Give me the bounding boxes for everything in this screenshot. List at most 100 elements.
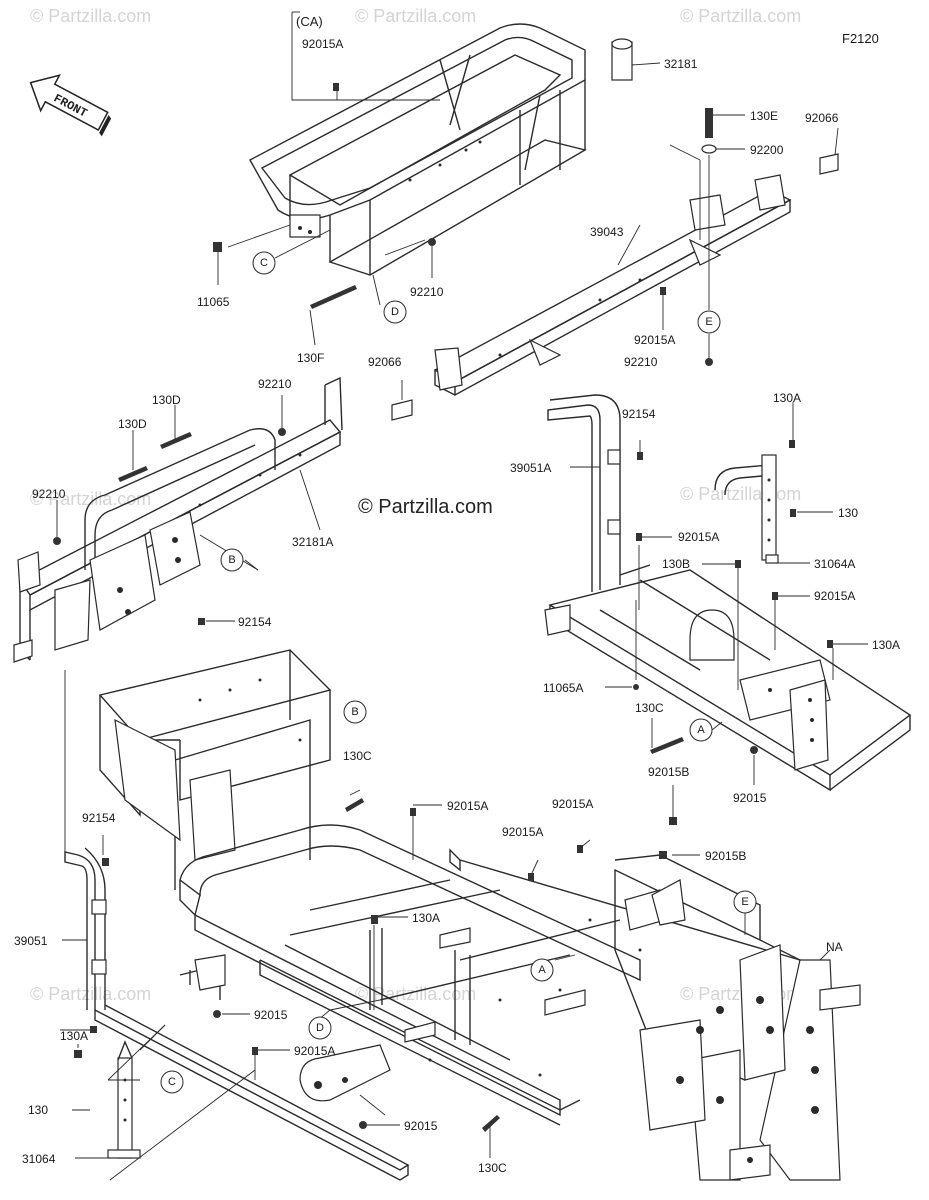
part-label-11065A: 11065A [543, 681, 583, 695]
part-label-92015A-e: 92015A [447, 799, 488, 813]
bolt-icon [410, 808, 416, 816]
bolt-icon [705, 108, 713, 138]
ref-mark-e-2-label: E [741, 896, 748, 908]
part-label-92015B-a: 92015B [648, 765, 689, 779]
watermark-2: © Partzilla.com [355, 6, 476, 26]
bolt-icon [371, 915, 378, 924]
washer-icon [701, 144, 717, 154]
subframe-39051A [544, 394, 912, 792]
bolt-icon [827, 640, 833, 648]
part-label-92015A-g: 92015A [502, 825, 543, 839]
part-label-130C-b: 130C [343, 749, 372, 763]
bolt-icon [528, 873, 534, 881]
cross-beam-39043 [433, 174, 792, 397]
bolt-icon [198, 618, 205, 625]
part-label-92210-d: 92210 [32, 487, 66, 501]
part-label-130B: 130B [662, 557, 690, 571]
part-label-92015-b: 92015 [254, 1008, 288, 1022]
leader-lines [56, 62, 868, 1181]
grommet-icon [391, 399, 413, 421]
diagram-code: F2120 [842, 31, 879, 46]
bolt-icon [772, 592, 778, 600]
part-label-130C-c: 130C [478, 1161, 507, 1175]
ref-mark-d-2-label: D [316, 1022, 324, 1034]
watermark-1: © Partzilla.com [30, 6, 151, 26]
part-label-39051A: 39051A [510, 461, 551, 475]
part-label-92015A-c: 92015A [678, 530, 719, 544]
bolt-icon [659, 851, 667, 859]
ref-mark-b-2 [343, 700, 367, 724]
cap-icon [633, 684, 639, 690]
part-label-92015A-ca: 92015A [302, 37, 343, 51]
part-label-130E: 130E [750, 109, 778, 123]
part-label-130D-a: 130D [152, 393, 181, 407]
bolt-icon [636, 533, 642, 541]
bolt-icon [345, 798, 364, 812]
watermark-5: © Partzilla.com [680, 484, 801, 504]
part-label-31064A: 31064A [814, 557, 855, 571]
part-label-92200: 92200 [750, 143, 784, 157]
part-label-130F: 130F [297, 351, 324, 365]
part-label-NA: NA [826, 940, 843, 954]
subframe-39051 [64, 847, 410, 1181]
cap-icon [213, 242, 222, 252]
nut-icon [428, 238, 436, 246]
part-label-31064: 31064 [22, 1152, 56, 1166]
watermark-4: © Partzilla.com [30, 489, 151, 509]
bolt-icon [577, 845, 583, 853]
part-labels: 32181 92015A 130E 92066 92200 39043 1106… [14, 37, 900, 1175]
part-label-130A-c: 130A [412, 911, 440, 925]
bolt-icon [118, 466, 148, 482]
part-label-92210-b: 92210 [624, 355, 658, 369]
front-arrow-icon: FRONT [29, 74, 112, 137]
part-label-92015A-h: 92015A [294, 1044, 335, 1058]
bolt-icon [160, 432, 192, 449]
bolt-icon [650, 737, 684, 754]
cargo-rack-32181 [249, 23, 633, 276]
part-label-92066: 92066 [805, 111, 839, 125]
part-label-32181A: 32181A [292, 535, 333, 549]
grommet-icon [819, 153, 839, 175]
partzilla-credit: © Partzilla.com [358, 496, 493, 518]
nut-icon [53, 537, 61, 545]
part-label-92015A-d: 92015A [814, 589, 855, 603]
bolt-icon [637, 452, 643, 460]
ca-label: (CA) [296, 14, 323, 29]
bolt-icon [74, 1050, 82, 1058]
part-label-92154-a: 92154 [622, 407, 656, 421]
watermark-3: © Partzilla.com [680, 6, 801, 26]
part-label-92210-a: 92210 [410, 285, 444, 299]
reference-marks: C D E B B A E A D C [160, 251, 757, 1094]
bolt-icon [102, 858, 109, 866]
nut-icon [213, 1010, 221, 1018]
part-label-130A-a: 130A [773, 391, 801, 405]
ref-mark-d [383, 300, 407, 324]
part-label-130A-d: 130A [60, 1029, 88, 1043]
part-label-130C-a: 130C [635, 701, 664, 715]
nut-icon [359, 1121, 367, 1129]
bolt-icon [790, 509, 796, 517]
part-label-92015A-f: 92015A [552, 797, 593, 811]
ref-mark-d-label: D [391, 306, 399, 318]
watermark-6: © Partzilla.com [30, 984, 151, 1004]
part-label-39051: 39051 [14, 934, 48, 948]
bolt-icon [310, 285, 357, 309]
ref-mark-e-label: E [705, 316, 712, 328]
part-label-130A-b: 130A [872, 638, 900, 652]
ref-mark-d-2 [308, 1016, 332, 1040]
part-label-92066-b: 92066 [368, 355, 402, 369]
ref-mark-c-label: C [260, 257, 268, 269]
ref-mark-b-2-label: B [351, 706, 358, 718]
ref-mark-b-label: B [228, 554, 235, 566]
part-label-92210-c: 92210 [258, 377, 292, 391]
nut-icon [705, 358, 713, 366]
nut-icon [750, 746, 758, 754]
part-label-130: 130 [838, 506, 858, 520]
part-label-130-b: 130 [28, 1103, 48, 1117]
ref-mark-e-2 [733, 890, 757, 914]
part-label-92015-c: 92015 [404, 1119, 438, 1133]
guard-32181A [13, 376, 343, 663]
ref-mark-c-2 [160, 1070, 184, 1094]
bolt-icon [90, 1026, 97, 1033]
